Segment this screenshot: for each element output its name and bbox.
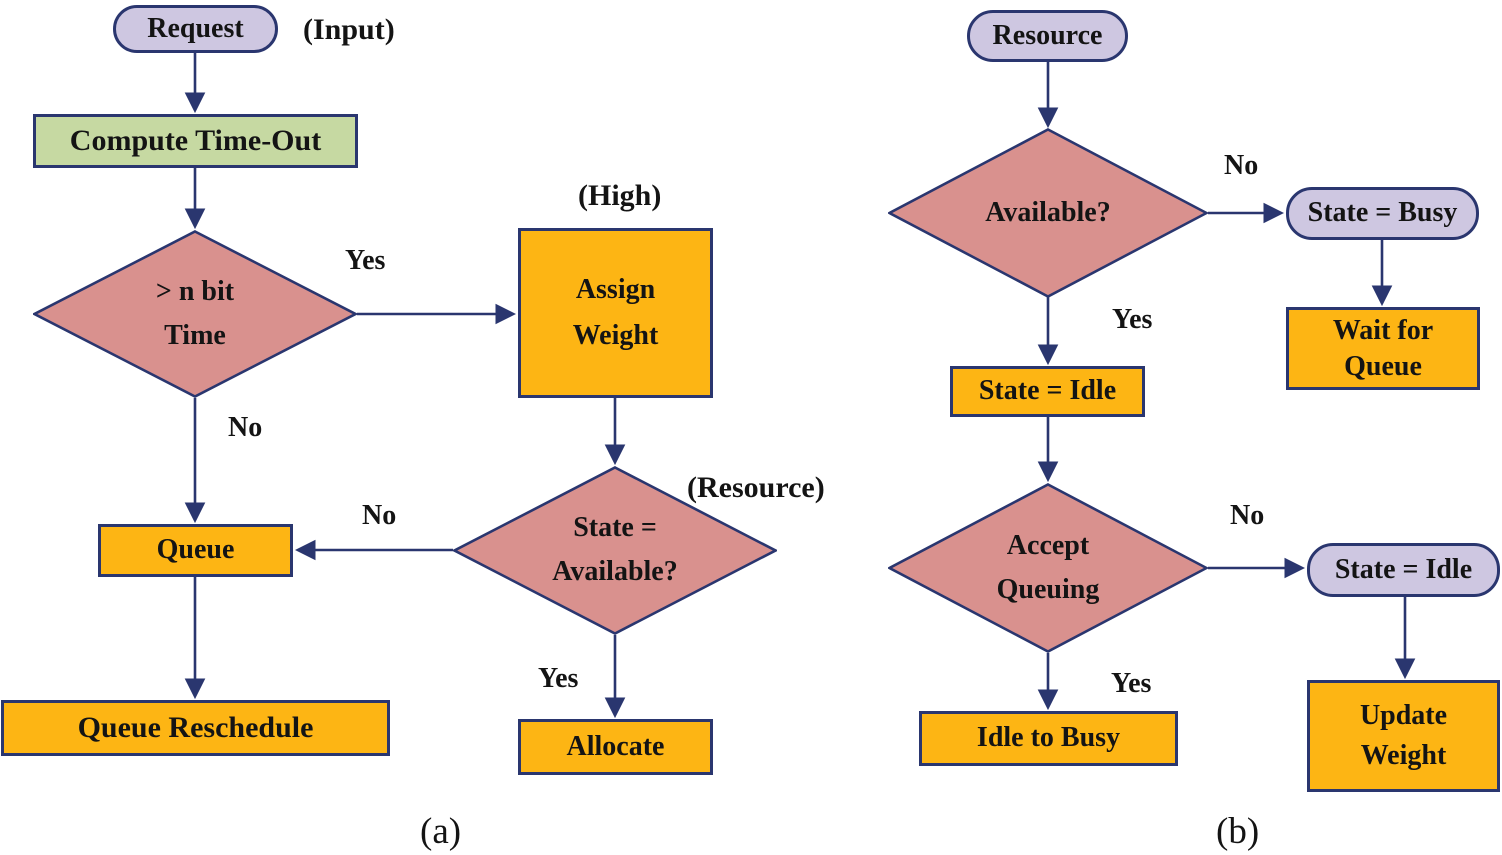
edge-label-state-available-no: No [362,500,397,531]
node-assign-weight: Assign Weight [518,228,713,398]
node-allocate: Allocate [518,719,713,775]
node-update-weight-line1: Update [1359,699,1448,731]
caption-b: (b) [1216,811,1260,852]
decision-diamond-shape [453,466,777,635]
edge-label-available-no: No [1224,150,1259,181]
node-state-busy: State = Busy [1286,187,1479,240]
decision-diamond-shape [888,483,1208,653]
edge-label-accept-no: No [1230,500,1265,531]
node-n-bit-time: > n bit Time [33,230,357,398]
node-state-idle-pill: State = Idle [1307,543,1500,597]
edge-label-accept-yes: Yes [1111,668,1152,699]
node-wait-for-queue: Wait for Queue [1286,307,1480,390]
node-queue: Queue [98,524,293,577]
node-request-label: Request [147,12,244,44]
node-accept-queuing-line2: Queuing [996,573,1100,605]
node-n-bit-time-line1: > n bit [155,275,235,307]
node-state-idle-box-label: State = Idle [978,375,1117,407]
caption-a: (a) [420,811,462,852]
node-accept-queuing-line1: Accept [1006,529,1090,561]
node-state-busy-label: State = Busy [1307,197,1458,229]
node-state-available-line1: State = [573,512,657,544]
node-queue-label: Queue [156,534,235,566]
decision-diamond-shape [888,128,1208,298]
node-assign-weight-line1: Assign [575,273,656,305]
decision-diamond-shape [33,230,357,398]
annotation-high: (High) [578,179,662,212]
edge-label-nbit-no: No [228,412,263,443]
node-accept-queuing: Accept Queuing [888,483,1208,653]
node-compute-time-out: Compute Time-Out [33,114,358,168]
node-wait-for-queue-line1: Wait for [1332,314,1434,346]
node-update-weight-line2: Weight [1360,740,1447,771]
edge-label-nbit-yes: Yes [345,245,386,276]
node-resource-label: Resource [992,19,1103,51]
node-resource: Resource [967,10,1128,62]
edge-label-available-yes: Yes [1112,304,1153,335]
node-allocate-label: Allocate [566,730,665,762]
node-idle-to-busy: Idle to Busy [919,711,1178,766]
node-available-label: Available? [985,196,1111,228]
node-state-idle-pill-label: State = Idle [1334,553,1473,585]
node-request: Request [113,5,278,53]
node-assign-weight-line2: Weight [572,320,659,351]
node-n-bit-time-line2: Time [164,319,226,351]
edge-label-state-available-yes: Yes [538,663,579,694]
node-queue-reschedule-label: Queue Reschedule [77,710,314,744]
node-update-weight: Update Weight [1307,680,1500,792]
node-state-available: State = Available? [453,466,777,635]
annotation-input: (Input) [303,13,395,46]
annotation-resource: (Resource) [687,471,825,504]
node-compute-time-out-label: Compute Time-Out [69,123,322,157]
node-wait-for-queue-line2: Queue [1344,350,1422,382]
node-available: Available? [888,128,1208,298]
node-state-idle-box: State = Idle [950,366,1145,417]
node-idle-to-busy-label: Idle to Busy [976,722,1121,754]
node-queue-reschedule: Queue Reschedule [1,700,390,756]
node-state-available-line2: Available? [552,556,678,587]
